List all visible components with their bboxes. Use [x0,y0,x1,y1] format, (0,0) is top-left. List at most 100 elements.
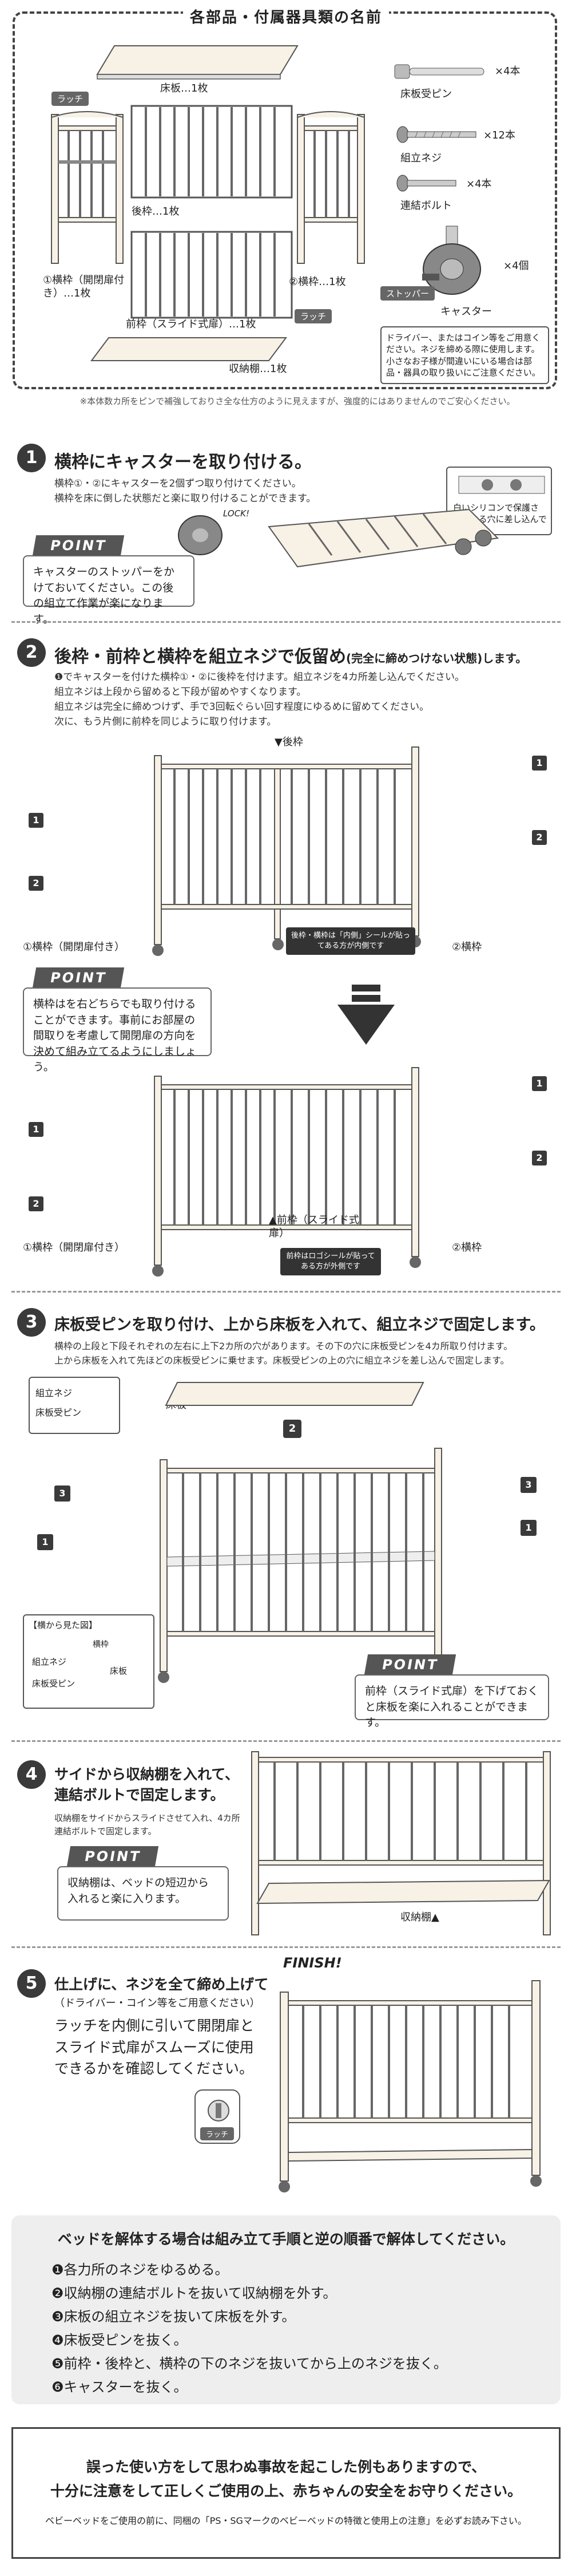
parts-title: 各部品・付属器具類の名前 [183,6,389,27]
step2-desc2: 組立ネジは上段から留めると下段が留めやすくなります。 [54,686,307,698]
step1-desc1: 横枠①・②にキャスターを2個ずつ取り付けてください。 [54,478,301,489]
screw-label: 組立ネジ [400,152,442,164]
step2-marker-2b: 2 [29,1196,43,1211]
bolt-count: ×4本 [466,178,492,190]
step2-back-label: ▼後枠 [275,736,303,748]
step2-callout-front: 前枠はロゴシールが貼ってある方が外側です [280,1248,381,1276]
step3-side-view-inset: 【横から見た図】 組立ネジ 床板受ピン 床板 横枠 [23,1614,154,1709]
step5-number: 5 [17,1969,46,1998]
step3-marker-1: 1 [37,1534,53,1550]
storage-shelf-label: 収納棚…1枚 [229,363,287,375]
warning-line2: 十分に注意をして正しくご使用の上、赤ちゃんの安全をお守りください。 [50,2483,522,2499]
step3-crib-illustration [158,1448,444,1683]
step3-title: 床板受ピンを取り付け、上から床板を入れて、組立ネジで固定します。 [54,1316,545,1334]
step2-title-small: (完全に締めつけない状態)します。 [346,651,527,665]
step5-crib-illustration [279,1980,542,2192]
step5-finish-label: FINISH! [283,1955,342,1971]
bed-board-label: 床板…1枚 [160,82,208,94]
disassembly-item: ❶各力所のネジをゆるめる。 [51,2262,229,2278]
side-frame-1-label: ①横枠（開閉扉付き）…1枚 [43,274,125,300]
step2-desc3: 組立ネジは完全に締めつけず、手で3回転ぐらい回す程度にゆるめに留めてください。 [54,701,430,713]
step3-number: 3 [17,1308,46,1337]
pin-icon [394,64,484,79]
step2-point-text: 横枠はを右どちらでも取り付けることができます。事前にお部屋の間取りを考慮して開閉… [33,998,197,1074]
driver-note: ドライバー、またはコイン等をご用意ください。ネジを締める際に使用します。小さなお… [380,326,549,384]
step1-caster-illustration [178,515,223,555]
step3-point-box: 前枠（スライド式扉）を下げておくと床板を楽に入れることができます。 [355,1674,549,1729]
step3-point-text: 前枠（スライド式扉）を下げておくと床板を楽に入れることができます。 [365,1685,539,1729]
step5-latch-tag: ラッチ [200,2127,235,2140]
step1-number: 1 [17,444,46,472]
step5-latch-inset: ラッチ [194,2089,240,2144]
step2-marker-1r: 1 [532,756,547,771]
step4-number: 4 [17,1760,46,1789]
step1-point-box: キャスターのストッパーをかけておいてください。この後の組立て作業が楽になります。 [23,555,194,626]
bed-board-illustration [96,45,299,80]
step3-legend: 組立ネジ 床板受ピン [29,1377,120,1434]
step2-side2-label-b: ②横枠 [452,1242,482,1254]
step3-inset-screw: 組立ネジ [32,1657,67,1667]
step3-marker-1r: 1 [521,1520,537,1536]
disassembly-item: ❸床板の組立ネジを抜いて床板を外す。 [51,2309,296,2325]
step3-legend-pin: 床板受ピン [35,1406,82,1418]
divider-3 [11,1740,561,1742]
step2-desc4: 次に、もう片側に前枠を同じように取り付けます。 [54,716,277,728]
step4-shelf-label: 収納棚▲ [400,1911,439,1923]
down-arrow-icon [337,985,395,1045]
step1-inset: 白いシリコンで保護されている穴に差し込んでください [446,467,552,536]
step2-crib-a-illustration [152,746,421,956]
step3-inset-title: 【横から見た図】 [29,1620,98,1630]
step2-desc1: ❶でキャスターを付けた横枠①・②に後枠を付けます。組立ネジを4カ所差し込んでくだ… [54,671,464,683]
disassembly-title: ベッドを解体する場合は組み立て手順と逆の順番で解体してください。 [57,2231,515,2247]
step2-crib-b-illustration [152,1067,421,1277]
step4-point-box: 収納棚は、ベッドの短辺から入れると楽に入ります。 [57,1866,229,1921]
step2-marker-2rb: 2 [532,1151,547,1165]
step2-marker-2: 2 [29,876,43,891]
step2-marker-1rb: 1 [532,1076,547,1091]
step5-text: ラッチを内側に引いて開閉扉とスライド式扉がスムーズに使用できるかを確認してくださ… [54,2017,255,2077]
divider-1 [11,621,561,623]
divider-4 [11,1946,561,1948]
step1-frame-illustration [268,508,499,568]
step2-marker-2r: 2 [532,830,547,845]
storage-shelf-illustration [90,337,287,361]
pin-count: ×4本 [495,65,521,77]
step2-side1-label-b: ①横枠（開閉扉付き） [23,1242,125,1254]
screw-count: ×12本 [483,129,515,141]
caster-label: キャスター [440,306,492,318]
caster-icon [422,226,481,295]
parts-footnote: ※本体数カ所をピンで補強しておりさ全な仕方のように見えますが、強度的にはありませ… [80,396,515,406]
step4-point-text: 収納棚は、ベッドの短辺から入れると楽に入ります。 [67,1876,209,1905]
step2-point-tag: POINT [32,967,125,988]
side-frame-2-illustration [297,111,365,264]
step2-point-box: 横枠はを右どちらでも取り付けることができます。事前にお部屋の間取りを考慮して開閉… [23,987,212,1073]
step2-number: 2 [17,638,46,667]
bolt-icon [396,175,456,192]
step5-subtitle: （ドライバー・コイン等をご用意ください） [54,1997,260,2009]
step3-inset-pin: 床板受ピン [32,1678,76,1689]
step3-board-illustration [165,1382,424,1406]
latch-tag-2: ラッチ [295,309,332,323]
side-frame-2-label: ②横枠…1枚 [289,276,346,288]
divider-2 [11,1291,561,1293]
warning-box [11,2427,561,2559]
step2-marker-1: 1 [29,813,43,828]
step2-title-main: 後枠・前枠と横枠を組立ネジで仮留め [54,647,346,667]
step3-marker-3: 3 [54,1485,70,1502]
disassembly-item: ❺前枠・後枠と、横枠の下のネジを抜いてから上のネジを抜く。 [51,2356,447,2372]
latch-tag: ラッチ [51,92,89,106]
step2-side2-label: ②横枠 [452,941,482,953]
step3-marker-2: 2 [283,1420,301,1438]
step1-point-text: キャスターのストッパーをかけておいてください。この後の組立て作業が楽になります。 [33,566,175,626]
bolt-label: 連結ボルト [400,200,452,212]
step2-marker-1b: 1 [29,1122,43,1137]
front-frame-illustration [130,231,293,319]
step1-point-tag: POINT [32,535,125,556]
step4-point-tag: POINT [66,1846,159,1867]
front-frame-label: 前枠（スライド式扉）…1枚 [126,318,256,330]
disassembly-item: ❻キャスターを抜く。 [51,2379,188,2395]
back-frame-illustration [130,105,293,199]
step4-desc: 収納棚をサイドからスライドさせて入れ、4カ所連結ボルトで固定します。 [54,1813,240,1837]
pin-label: 床板受ピン [400,88,452,100]
caster-count: ×4個 [503,260,529,272]
